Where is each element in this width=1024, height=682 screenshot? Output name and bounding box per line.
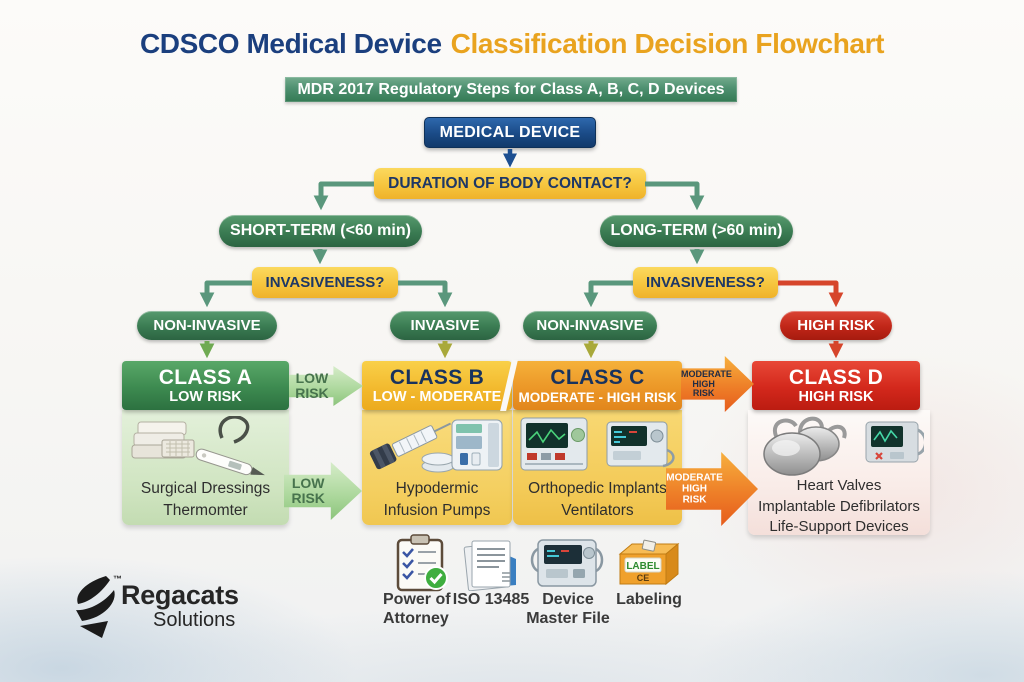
class-d-risk: HIGH RISK [798,389,874,406]
logo-brand-name: Regacats [121,580,239,610]
class-d-header: CLASS D HIGH RISK [752,361,920,410]
arrow-class-a-to-b-top: LOW RISK [289,366,363,406]
node-medical-device: MEDICAL DEVICE [424,117,596,148]
regulatory-step-label: ISO 13485 [452,591,530,608]
class-c-example: Orthopedic Implants [528,480,667,497]
class-d-name: CLASS D [788,365,884,389]
label-ce-box-icon: LABEL CE [618,539,680,586]
connector-inv-left-to-noninvasive [199,280,252,308]
label-box-text: LABEL [626,561,659,572]
subtitle-banner: MDR 2017 Regulatory Steps for Class A, B… [285,77,737,102]
class-a-header: CLASS A LOW RISK [122,361,289,410]
trademark-symbol: ™ [113,574,122,584]
orthopedic-implant-ventilator-illustration [520,417,675,471]
connector-inv-right-to-highrisk [778,280,844,308]
node-invasive: INVASIVE [390,311,500,340]
class-a-panel: Surgical Dressings Thermomter [122,410,289,525]
arrow-class-c-to-d-top: MODERATE HIGH RISK [681,356,754,412]
connector-inv-right-to-noninvasive [583,280,633,308]
class-d-examples: Heart Valves Implantable Defibrilators L… [748,476,930,538]
arrow-class-c-to-d-bottom: MODERATE HIGH RISK [666,452,758,526]
regulatory-step-label: Labeling [616,591,682,608]
clipboard-check-icon [396,534,448,592]
class-a-example: Surgical Dressings [140,480,271,497]
class-a-risk: LOW RISK [169,389,242,406]
class-c-examples: Orthopedic Implants Ventilators [513,478,682,522]
connector-inv-left-to-invasive [398,280,453,308]
regulatory-step-label: Power of Attorney [383,591,451,627]
class-c-name: CLASS C [550,366,645,390]
node-high-risk: HIGH RISK [780,311,892,340]
class-b-examples: Hypodermic Infusion Pumps [362,478,512,522]
class-d-example: Implantable Defibrilators [758,497,920,515]
syringe-infusion-pump-illustration [369,419,503,473]
regulatory-step-label: Device Master File [526,591,610,627]
node-invasiveness-left: INVASIVENESS? [252,267,398,298]
arrow-label: LOW RISK [291,475,325,506]
node-long-term: LONG-TERM (>60 min) [600,215,793,247]
arrow-class-a-to-b-bottom: LOW RISK [284,462,362,520]
class-a-name: CLASS A [158,365,253,389]
node-invasiveness-right: INVASIVENESS? [633,267,778,298]
page-title-primary: CDSCO Medical Device [139,28,442,59]
class-b-risk: LOW - MODERATE [372,389,502,406]
class-b-panel: Hypodermic Infusion Pumps [362,410,512,525]
medical-device-icon [530,539,604,587]
regacats-logo-icon [76,576,115,638]
class-d-example: Life-Support Devices [769,518,909,535]
class-c-panel: Orthopedic Implants Ventilators [513,410,682,525]
page-title: CDSCO Medical Device Classification Decis… [0,28,1024,60]
class-a-example: Thermomter [163,502,248,519]
arrow-label: MODERATE HIGH RISK [666,472,723,506]
class-c-example: Ventilators [561,502,634,519]
node-non-invasive-right: NON-INVASIVE [523,311,657,340]
heart-valve-pacemaker-illustration [763,416,924,476]
page-title-secondary: Classification Decision Flowchart [450,28,885,59]
surgical-dressings-thermometer-illustration [131,416,265,476]
class-b-header: CLASS B LOW - MODERATE [362,361,512,410]
logo-sub-brand: Solutions [153,609,236,631]
connector-duration-to-long [645,181,705,211]
class-d-example: Heart Valves [796,477,882,494]
node-short-term: SHORT-TERM (<60 min) [219,215,422,247]
arrow-label: MODERATE HIGH RISK [681,368,732,398]
class-c-header: CLASS C MODERATE - HIGH RISK [513,361,682,410]
class-d-panel: Heart Valves Implantable Defibrilators L… [748,410,930,535]
label-box-subtext: CE [637,573,650,583]
class-b-example: Infusion Pumps [383,502,491,519]
class-c-risk: MODERATE - HIGH RISK [518,389,677,405]
connector-duration-to-short [313,181,374,211]
class-b-example: Hypodermic [395,480,479,497]
documents-icon [463,540,516,591]
node-duration-question: DURATION OF BODY CONTACT? [374,168,646,199]
class-a-examples: Surgical Dressings Thermomter [122,478,289,522]
node-non-invasive-left: NON-INVASIVE [137,311,277,340]
arrow-label: LOW RISK [295,370,329,401]
class-b-name: CLASS B [389,365,485,389]
